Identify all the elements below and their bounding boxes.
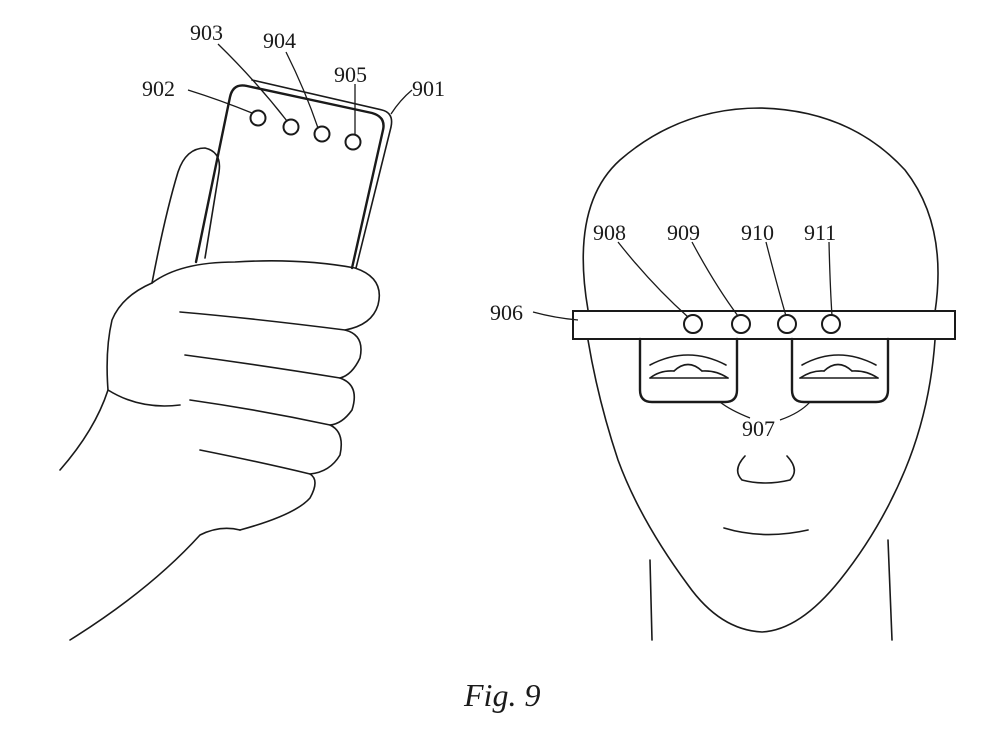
right-lens: [790, 337, 890, 404]
label-901: 901: [412, 76, 445, 101]
label-910: 910: [741, 220, 774, 245]
sensor-911: [821, 314, 841, 334]
head-mounted-device-illustration: [572, 107, 956, 641]
nose: [736, 455, 796, 484]
label-903: 903: [190, 20, 223, 45]
left-lens: [638, 337, 739, 404]
label-906: 906: [490, 300, 523, 325]
mouth: [723, 527, 809, 536]
hand: [59, 147, 380, 641]
reference-leaders: [187, 43, 833, 421]
label-902: 902: [142, 76, 175, 101]
label-909: 909: [667, 220, 700, 245]
sensor-905: [344, 133, 362, 151]
right-eye: [799, 354, 879, 379]
sensor-904: [313, 125, 331, 143]
label-908: 908: [593, 220, 626, 245]
handheld-device-illustration: [59, 79, 393, 641]
label-904: 904: [263, 28, 296, 53]
phone-edge: [251, 79, 393, 269]
label-905: 905: [334, 62, 367, 87]
label-911: 911: [804, 220, 836, 245]
head-outline: [582, 107, 939, 633]
phone-body: [194, 84, 385, 270]
label-907: 907: [742, 416, 775, 441]
sensor-908: [683, 314, 703, 334]
sensor-910: [777, 314, 797, 334]
sensor-902: [249, 109, 267, 127]
left-eye: [649, 354, 729, 379]
sensor-903: [282, 118, 300, 136]
neck: [649, 559, 653, 641]
sensor-909: [731, 314, 751, 334]
figure-caption: Fig. 9: [463, 677, 540, 713]
headband-bar: [572, 310, 956, 340]
reference-numerals: 903 904 902 905 901 908 909 910 911 906 …: [142, 20, 836, 441]
